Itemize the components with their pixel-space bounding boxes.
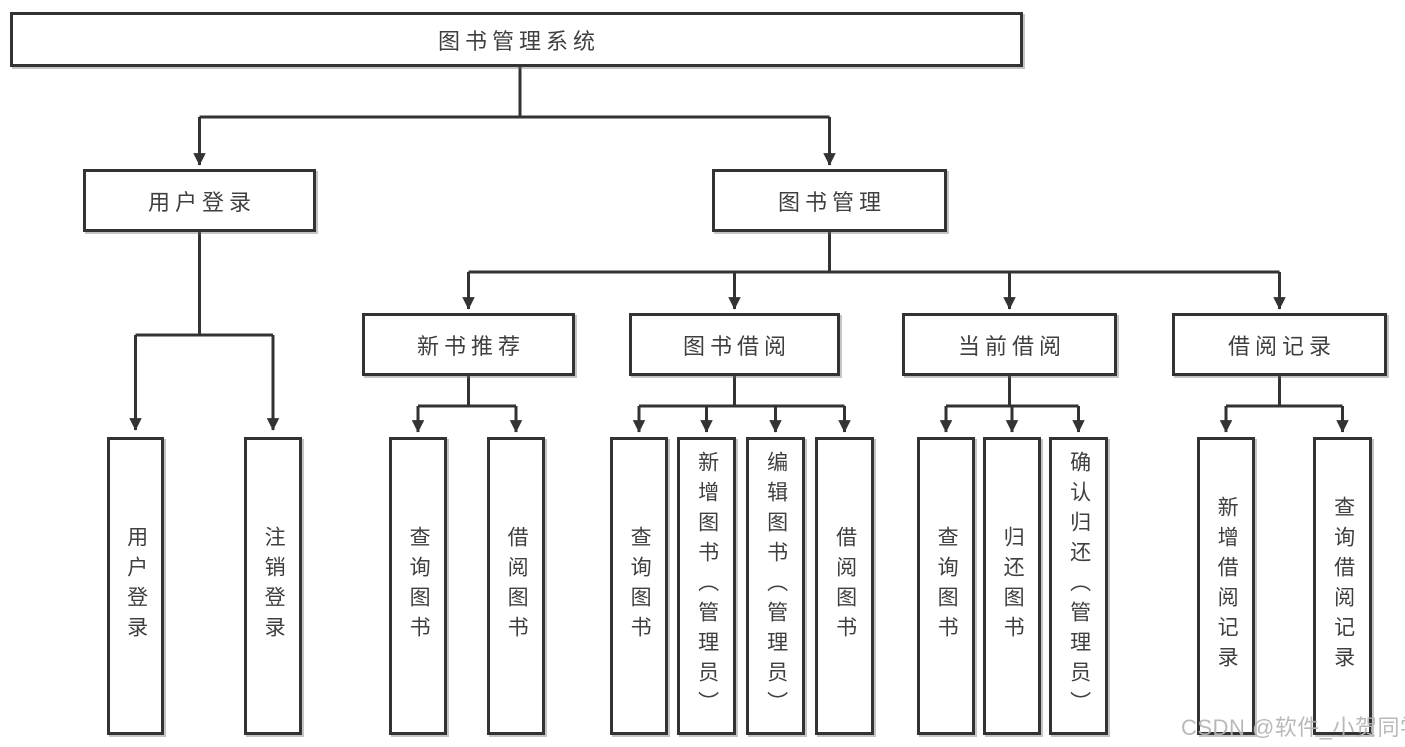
node-book-management: 图书管理: [712, 169, 947, 232]
leaf-add-borrow-record: 新增借阅记录: [1197, 437, 1255, 735]
node-current-borrow: 当前借阅: [902, 313, 1117, 376]
node-system-root: 图书管理系统: [10, 12, 1023, 67]
leaf-query-books-current: 查询图书: [917, 437, 975, 735]
node-label: 图书管理: [777, 189, 886, 215]
leaf-user-login: 用户登录: [107, 437, 164, 735]
node-label: 借阅记录: [1227, 333, 1336, 359]
node-book-borrow: 图书借阅: [629, 313, 840, 376]
node-label: 查询图书: [628, 526, 652, 646]
leaf-query-borrow-record: 查询借阅记录: [1313, 437, 1372, 735]
leaf-edit-book-admin: 编辑图书（管理员）: [746, 437, 805, 735]
node-borrow-records: 借阅记录: [1172, 313, 1387, 376]
node-label: 编辑图书（管理员）: [764, 451, 788, 721]
node-label: 当前借阅: [957, 333, 1066, 359]
leaf-query-books-recommend: 查询图书: [389, 437, 447, 735]
node-label: 查询借阅记录: [1331, 496, 1355, 676]
node-label: 新书推荐: [416, 333, 525, 359]
node-label: 借阅图书: [505, 526, 529, 646]
leaf-borrow-books-recommend: 借阅图书: [487, 437, 545, 735]
node-label: 用户登录: [147, 189, 256, 215]
leaf-confirm-return-admin: 确认归还（管理员）: [1049, 437, 1108, 735]
connector-trunks: [135, 67, 1343, 408]
node-label: 查询图书: [935, 526, 959, 646]
node-label: 新增借阅记录: [1215, 496, 1239, 676]
node-label: 新增图书（管理员）: [695, 451, 719, 721]
node-new-book-recommend: 新书推荐: [362, 313, 575, 376]
node-label: 借阅图书: [833, 526, 857, 646]
node-label: 查询图书: [407, 526, 431, 646]
node-label: 用户登录: [124, 526, 148, 646]
node-label: 图书管理系统: [437, 28, 600, 54]
node-label: 确认归还（管理员）: [1067, 451, 1091, 721]
leaf-return-book: 归还图书: [983, 437, 1041, 735]
leaf-query-books-borrow: 查询图书: [610, 437, 668, 735]
csdn-watermark: CSDN @软件_小贺同学: [1181, 715, 1405, 740]
leaf-add-book-admin: 新增图书（管理员）: [677, 437, 736, 735]
node-user-login: 用户登录: [83, 169, 316, 232]
node-label: 归还图书: [1001, 526, 1025, 646]
node-label: 注销登录: [262, 526, 286, 646]
leaf-borrow-books-borrow: 借阅图书: [815, 437, 874, 735]
node-label: 图书借阅: [682, 333, 791, 359]
leaf-logout: 注销登录: [244, 437, 302, 735]
